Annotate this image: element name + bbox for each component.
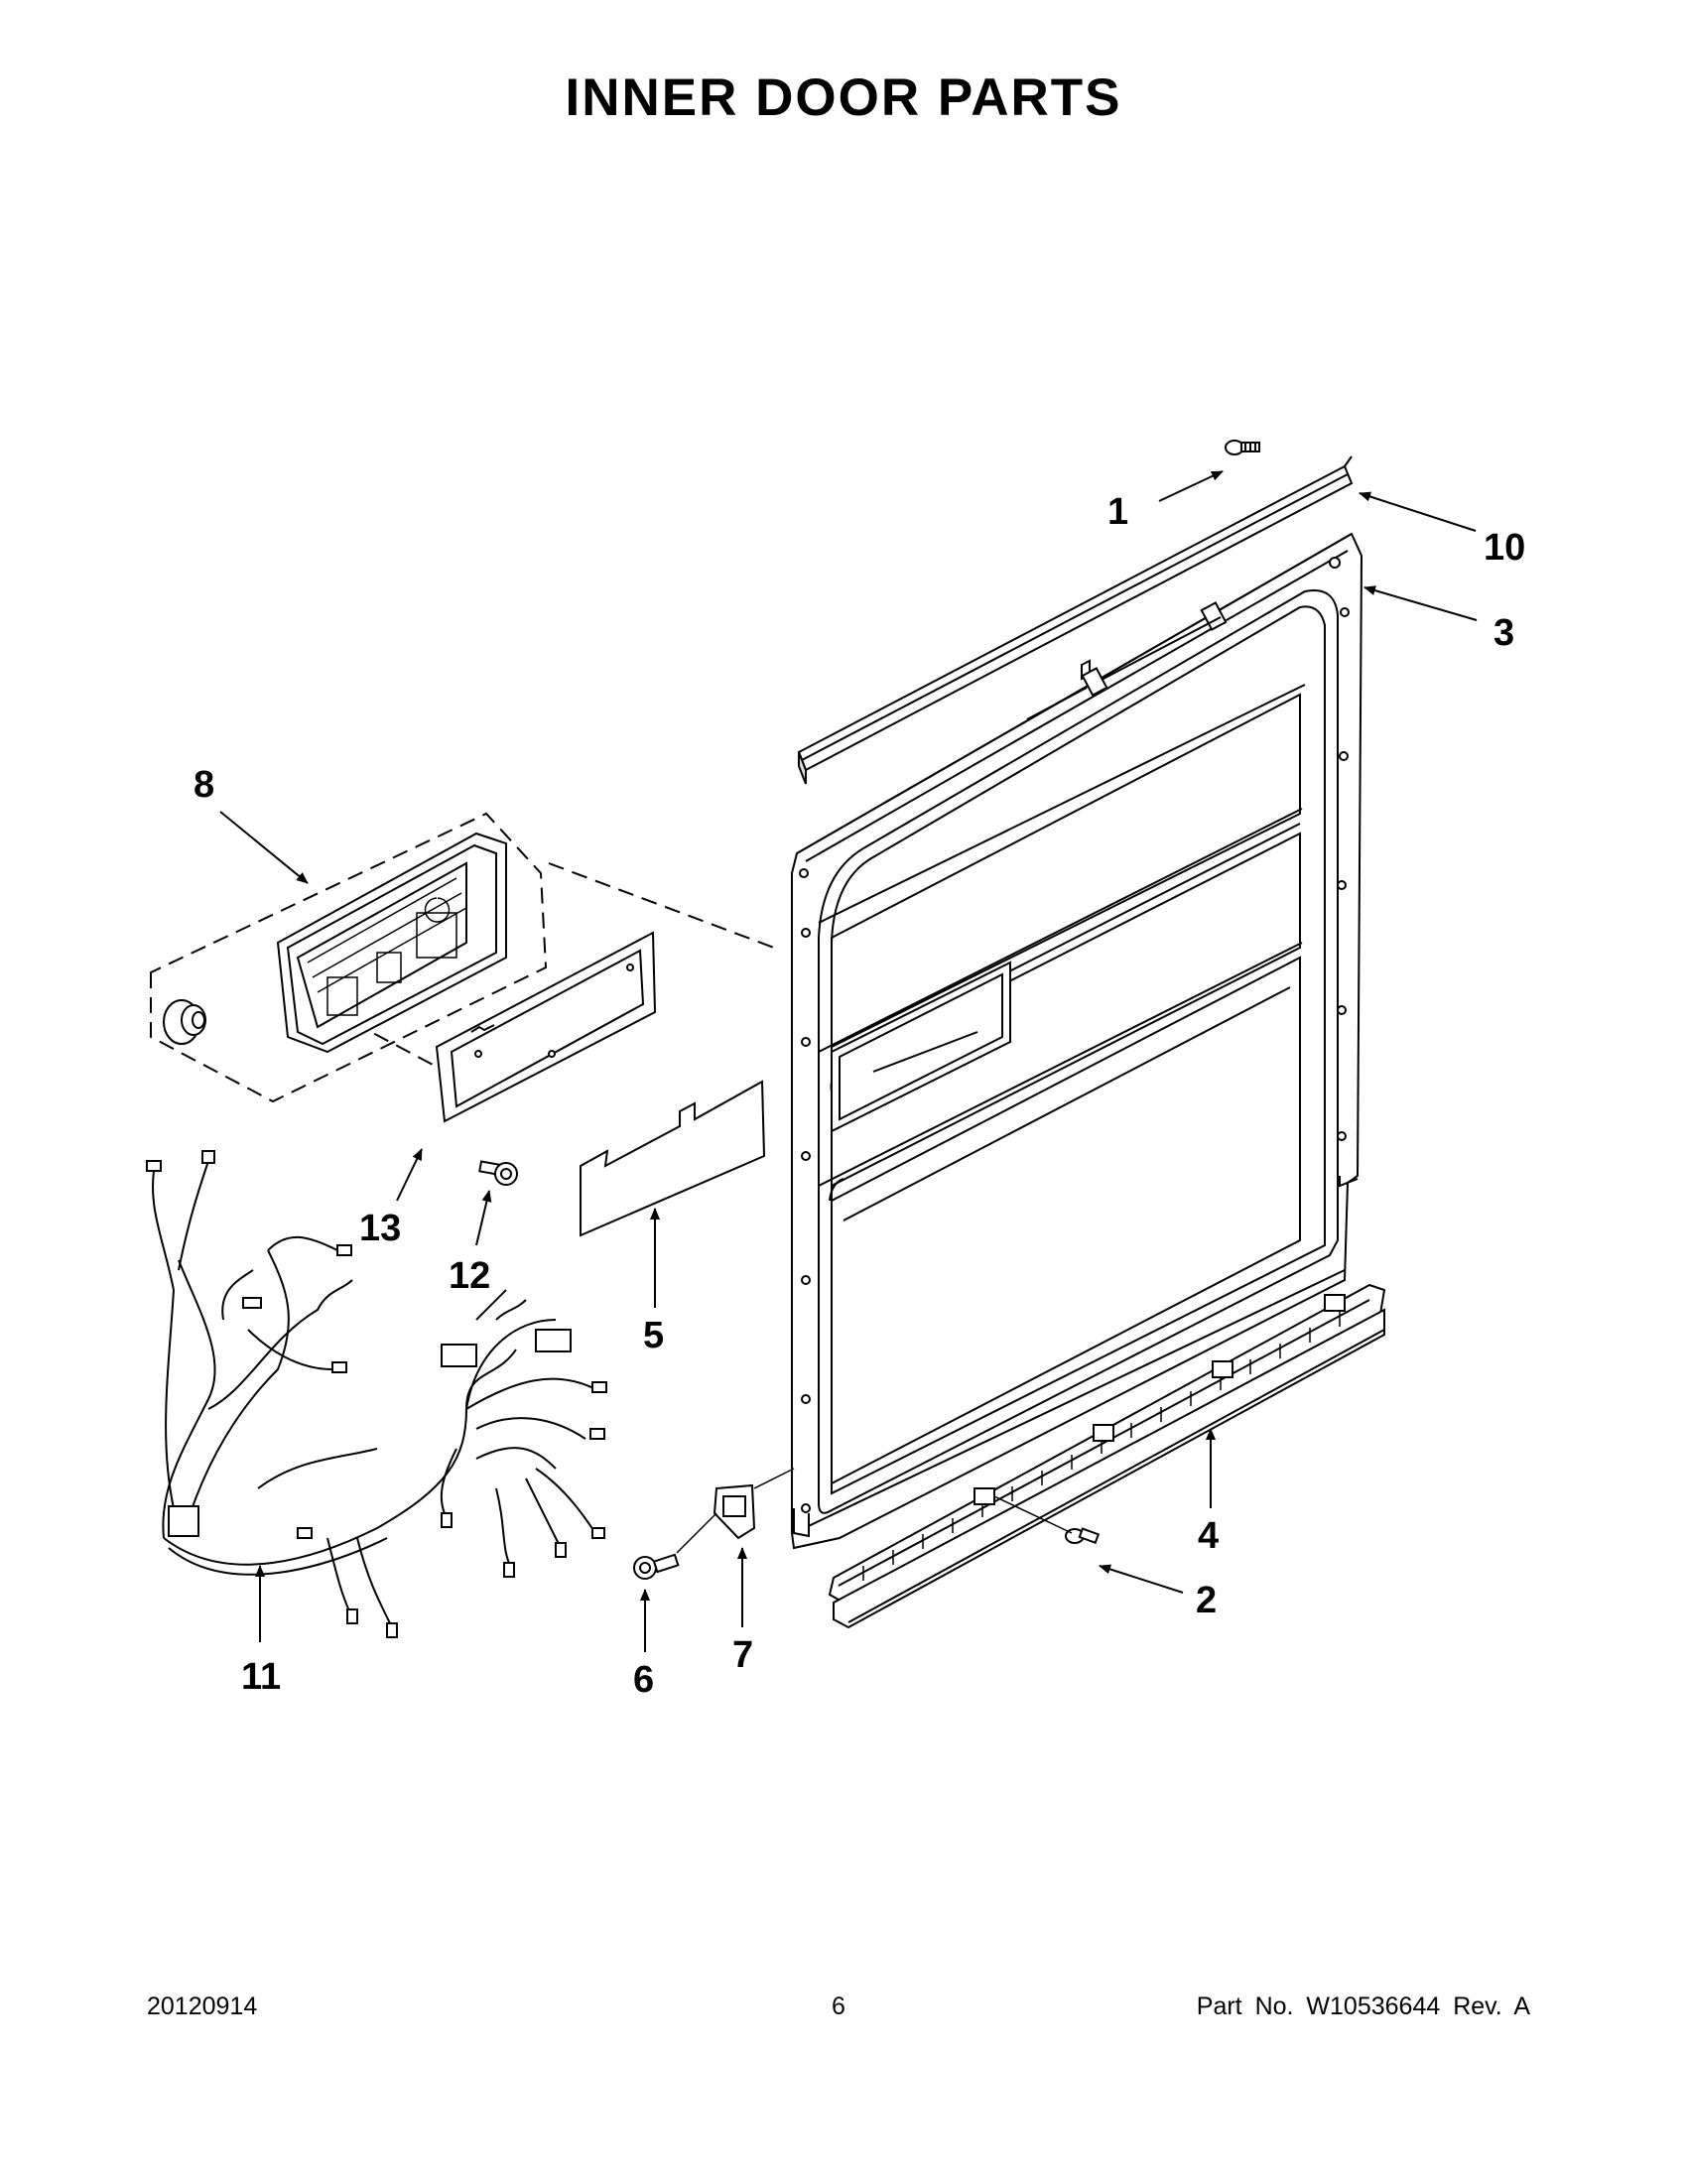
part-4-bottom-trim (830, 1285, 1384, 1627)
leader-13 (396, 1148, 423, 1202)
leader-3 (1363, 585, 1478, 621)
page-title: INNER DOOR PARTS (565, 68, 1122, 127)
footer-page-number: 6 (832, 1992, 845, 2020)
callout-6: 6 (633, 1659, 654, 1701)
footer-part-info: Part No. W10536644 Rev. A (1196, 1992, 1530, 2020)
callout-8: 8 (194, 764, 214, 806)
callout-4: 4 (1198, 1515, 1219, 1557)
callout-3: 3 (1493, 612, 1514, 654)
callout-1: 1 (1107, 491, 1128, 533)
leader-10 (1359, 491, 1477, 532)
callout-5: 5 (643, 1315, 664, 1356)
part-13-gasket (437, 933, 655, 1121)
callout-labels: 1 2 3 4 5 6 7 8 10 11 12 13 (194, 491, 1525, 1701)
knob (163, 999, 206, 1045)
part-5-plate (581, 1082, 764, 1235)
part-1-screw (1225, 440, 1259, 455)
leader-2 (1099, 1564, 1184, 1594)
footer-date-code: 20120914 (147, 1992, 258, 2020)
leader-arrows (219, 470, 1478, 1652)
part-2-screw (1065, 1529, 1099, 1543)
callout-2: 2 (1196, 1580, 1217, 1621)
part-11-wire-harness (147, 1151, 606, 1637)
part-7-bracket (714, 1485, 754, 1538)
callout-10: 10 (1484, 527, 1525, 569)
part-6-screw (634, 1555, 678, 1579)
leader-1 (1158, 470, 1224, 502)
part-12-screw (479, 1162, 517, 1185)
callout-13: 13 (359, 1208, 401, 1249)
leader-12 (475, 1190, 492, 1246)
part-8-control-assembly (151, 814, 774, 1101)
callout-7: 7 (732, 1634, 753, 1676)
part-3-inner-door-panel (792, 534, 1362, 1548)
callout-12: 12 (449, 1255, 490, 1297)
leader-8 (219, 811, 309, 884)
callout-11: 11 (241, 1656, 281, 1698)
